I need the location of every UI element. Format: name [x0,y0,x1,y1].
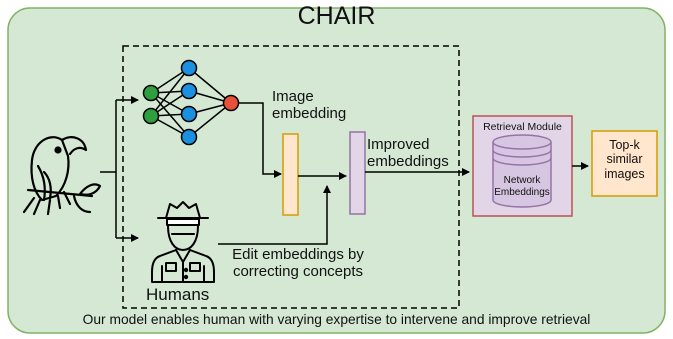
input-node [142,84,160,102]
hidden-node [180,105,198,123]
humans-label: Humans [146,285,210,304]
image-embedding-bar [282,133,299,216]
edit-embeddings-label: Edit embeddings by correcting concepts [232,246,364,281]
hidden-node [180,59,198,77]
ranger-icon [151,201,215,283]
hidden-node [180,128,198,146]
retrieval-module-label: Retrieval Module [483,121,562,133]
neural-network-icon [142,59,240,146]
network-embeddings-label: Network Embeddings [494,175,550,198]
topk-label: Top-k similar images [604,138,645,181]
hidden-node [180,82,198,100]
input-node [142,107,160,125]
topk-box [591,130,658,197]
diagram-title: CHAIR [297,2,376,30]
improved-embedding-bar [349,131,366,215]
caption: Our model enables human with varying exp… [82,312,591,327]
model-boundary [122,45,460,309]
improved-embeddings-label: Improved embeddings [367,136,449,171]
parrot-icon [22,136,102,216]
database-icon [492,134,552,208]
output-node [222,94,240,112]
image-embedding-label: Image embedding [272,88,347,123]
